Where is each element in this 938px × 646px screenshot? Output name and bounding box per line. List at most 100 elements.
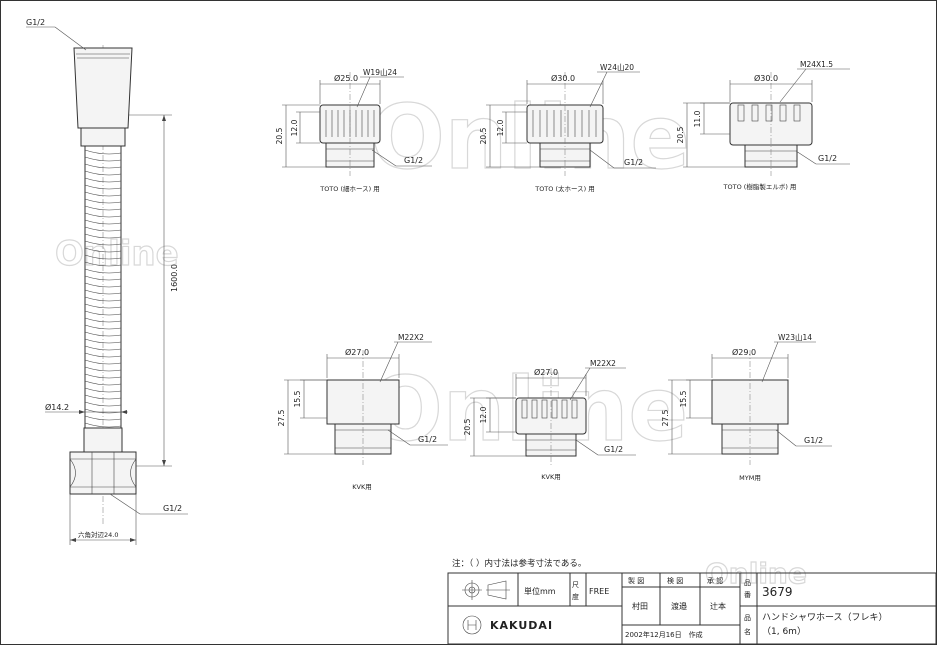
name-label-2: 名 — [744, 627, 751, 636]
hose-rib — [84, 268, 122, 274]
part-name-1: ハンドシャワホース（フレキ） — [762, 612, 888, 623]
approved-header: 承 認 — [707, 576, 723, 585]
scale-value: FREE — [589, 587, 609, 596]
unit-label: 単位mm — [524, 586, 556, 596]
hose-rib — [84, 296, 122, 302]
hose-rib — [84, 331, 122, 337]
part-name-2: （1, 6m） — [762, 626, 806, 637]
drawn-by: 村田 — [632, 601, 648, 611]
created-date: 2002年12月16日 作成 — [625, 630, 703, 639]
hose-rib — [84, 310, 122, 316]
hose-rib — [84, 191, 122, 197]
hose-rib — [84, 373, 122, 379]
svg-text:G1/2: G1/2 — [418, 435, 437, 444]
svg-text:20.5: 20.5 — [479, 127, 488, 144]
adapter-kvk-1: Ø27.0 M22X2 27.5 15.5 G1/2 KVK用 — [277, 333, 448, 491]
svg-text:27.5: 27.5 — [661, 409, 670, 426]
hose-rib — [84, 149, 122, 155]
svg-text:20.5: 20.5 — [463, 418, 472, 435]
name-label-1: 品 — [744, 614, 751, 622]
svg-text:G1/2: G1/2 — [818, 154, 837, 163]
adapter-toto-thin: Ø25.0 W19山24 20.5 12.0 G1/2 TOTO (細ホース) … — [275, 67, 432, 193]
adapter-mym: Ø29.0 W23山14 27.5 15.5 G1/2 MYM用 — [661, 332, 832, 482]
svg-text:TOTO (太ホース) 用: TOTO (太ホース) 用 — [534, 184, 595, 193]
scale-label-1: 尺 — [572, 581, 579, 589]
svg-text:11.0: 11.0 — [693, 110, 702, 127]
hose-rib — [84, 226, 122, 232]
hose-rib — [84, 177, 122, 183]
hose-rib — [84, 338, 122, 344]
number-label-2: 番 — [744, 591, 751, 599]
hose-rib — [84, 254, 122, 260]
hose-rib — [84, 345, 122, 351]
number-label-1: 品 — [744, 579, 751, 587]
hose-top-collar — [80, 127, 126, 147]
hose-rib — [84, 219, 122, 225]
svg-text:W24山20: W24山20 — [600, 62, 634, 72]
hose-rib — [84, 163, 122, 169]
watermark-left: Online — [55, 234, 179, 274]
hose-rib — [84, 422, 122, 428]
svg-text:G1/2: G1/2 — [624, 158, 643, 167]
hose-rib — [84, 212, 122, 218]
brand-name: KAKUDAI — [490, 619, 553, 632]
hose-rib — [84, 317, 122, 323]
svg-text:G1/2: G1/2 — [604, 445, 623, 454]
svg-text:M22X2: M22X2 — [590, 359, 616, 368]
hose-dimensions: G1/2 1600.0 Ø14.2 G1/2 六角対辺24.0 — [26, 18, 188, 545]
svg-text:KVK用: KVK用 — [352, 483, 371, 491]
svg-text:Ø27.0: Ø27.0 — [345, 347, 369, 357]
svg-text:G1/2: G1/2 — [804, 436, 823, 445]
hose-rib — [84, 282, 122, 288]
hose-rib — [84, 261, 122, 267]
hose-rib — [84, 156, 122, 162]
hose-rib — [84, 324, 122, 330]
hose-rib — [84, 366, 122, 372]
hose-rib — [84, 394, 122, 400]
svg-text:27.5: 27.5 — [277, 409, 286, 426]
hose-rib — [84, 401, 122, 407]
svg-text:12.0: 12.0 — [290, 119, 299, 136]
hose-rib — [84, 275, 122, 281]
svg-text:G1/2: G1/2 — [404, 156, 423, 165]
adapter-kvk-2: Ø27.0 M22X2 20.5 12.0 G1/2 KVK用 — [463, 359, 636, 481]
svg-text:12.0: 12.0 — [496, 119, 505, 136]
svg-text:W19山24: W19山24 — [363, 67, 397, 77]
part-number: 3679 — [762, 585, 793, 599]
svg-text:15.5: 15.5 — [679, 390, 688, 407]
hose-rib — [84, 303, 122, 309]
hose-rib — [84, 289, 122, 295]
svg-text:Ø30.0: Ø30.0 — [551, 73, 575, 83]
hose-length-label: 1600.0 — [170, 264, 179, 292]
hose-rib — [84, 352, 122, 358]
hose-drawing — [69, 45, 137, 525]
note-text: 注：（ ）内寸法は参考寸法である。 — [452, 558, 586, 569]
hose-rib — [84, 233, 122, 239]
hose-rib — [84, 380, 122, 386]
hose-rib — [84, 415, 122, 421]
checked-by: 渡邉 — [671, 601, 687, 611]
svg-text:Ø27.0: Ø27.0 — [534, 367, 558, 377]
hose-rib — [84, 387, 122, 393]
svg-text:Ø29.0: Ø29.0 — [732, 347, 756, 357]
hose-top-thread-label: G1/2 — [26, 18, 45, 27]
hose-neck — [83, 427, 123, 455]
svg-text:12.0: 12.0 — [479, 406, 488, 423]
adapter-toto-thick: Ø30.0 W24山20 20.5 12.0 G1/2 TOTO (太ホース) … — [479, 62, 656, 193]
watermark-top: Online — [370, 86, 690, 189]
approved-by: 辻本 — [710, 601, 726, 611]
hose-hex-nut — [69, 451, 137, 495]
svg-text:M22X2: M22X2 — [398, 333, 424, 342]
svg-text:MYM用: MYM用 — [739, 474, 761, 482]
title-block: 単位mm 尺 度 FREE KAKUDAI 製 図 検 図 承 認 村田 渡邉 … — [447, 572, 937, 645]
hose-diameter-label: Ø14.2 — [45, 402, 69, 412]
svg-text:20.5: 20.5 — [676, 126, 685, 143]
scale-label-2: 度 — [572, 592, 579, 601]
hose-rib — [84, 205, 122, 211]
svg-text:W23山14: W23山14 — [778, 332, 812, 342]
svg-text:TOTO (細ホース) 用: TOTO (細ホース) 用 — [319, 184, 380, 193]
hose-rib — [84, 240, 122, 246]
watermarks: Online Online Online Online — [54, 85, 807, 590]
kakudai-logo: KAKUDAI — [462, 615, 553, 635]
